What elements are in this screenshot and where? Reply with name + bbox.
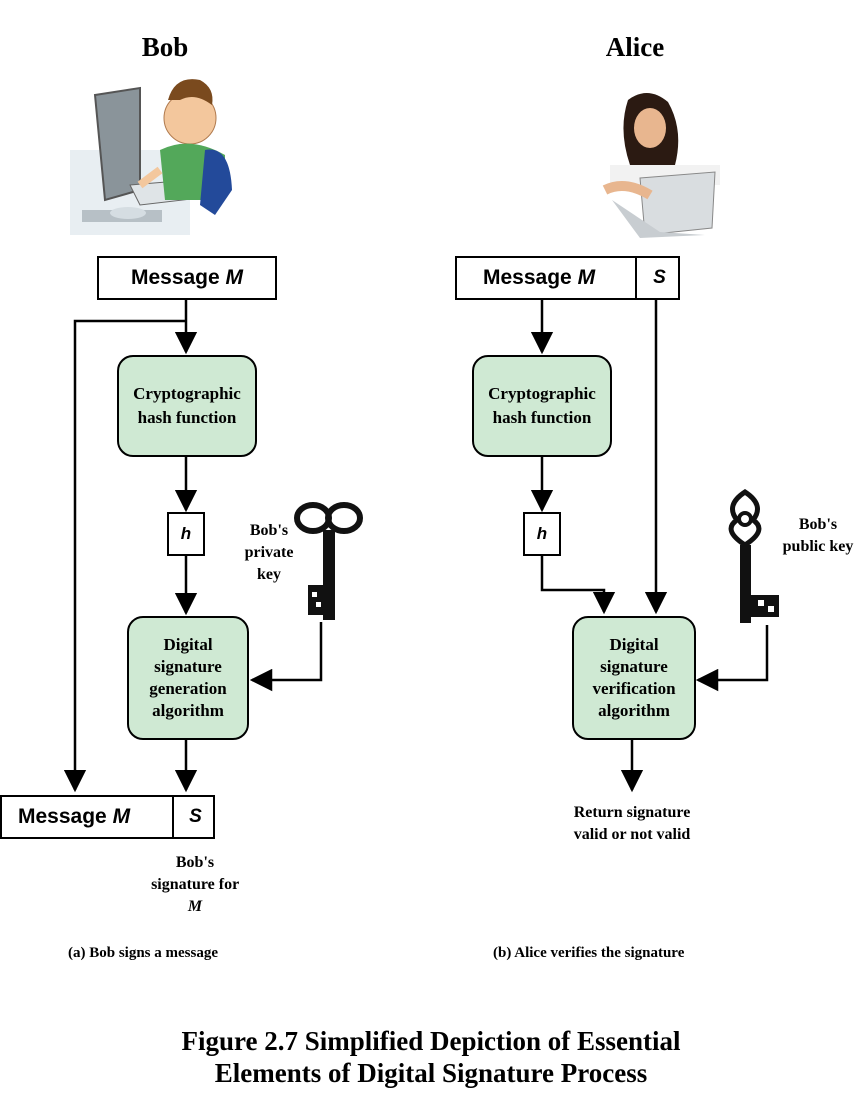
alice-message-box: Message M S: [455, 256, 680, 300]
bob-signature-note: Bob's signature for M: [151, 854, 239, 915]
bob-signed-message-label: Message M: [18, 805, 131, 828]
alice-message-label: Message M: [483, 266, 596, 289]
alice-public-key-label: Bob's public key: [782, 516, 854, 555]
alice-flow-arrows: [530, 299, 769, 793]
alice-signature-verification: Digital signature verification algorithm: [572, 616, 696, 740]
bob-signed-message-box: Message M S: [0, 795, 215, 839]
alice-hash-function: Cryptographic hash function: [472, 355, 612, 457]
alice-name: Alice: [605, 32, 665, 62]
bob-illustration: [70, 79, 232, 235]
bob-signature-generation: Digital signature generation algorithm: [127, 616, 249, 740]
bob-message-label: Message M: [130, 266, 244, 289]
bob-hash-value: h: [167, 512, 205, 556]
alice-signature-cell: S: [635, 258, 682, 298]
bob-message-box: Message M: [97, 256, 277, 300]
figure-title-line2: Elements of Digital Signature Process: [214, 1058, 648, 1088]
bob-hash-function: Cryptographic hash function: [117, 355, 257, 457]
bob-flow-arrows: [63, 299, 323, 793]
figure-title-line1: Figure 2.7 Simplified Depiction of Essen…: [181, 1026, 681, 1056]
private-key-icon: [294, 502, 363, 620]
alice-caption: (b) Alice verifies the signature: [493, 945, 685, 961]
alice-result-text: Return signature valid or not valid: [573, 804, 691, 843]
alice-illustration: [602, 92, 720, 238]
bob-name: Bob: [141, 32, 189, 62]
bob-caption: (a) Bob signs a message: [68, 945, 219, 961]
bob-signature-cell: S: [172, 797, 217, 837]
alice-hash-value: h: [523, 512, 561, 556]
public-key-icon: [728, 489, 779, 623]
bob-private-key-label: Bob's private key: [244, 522, 294, 583]
